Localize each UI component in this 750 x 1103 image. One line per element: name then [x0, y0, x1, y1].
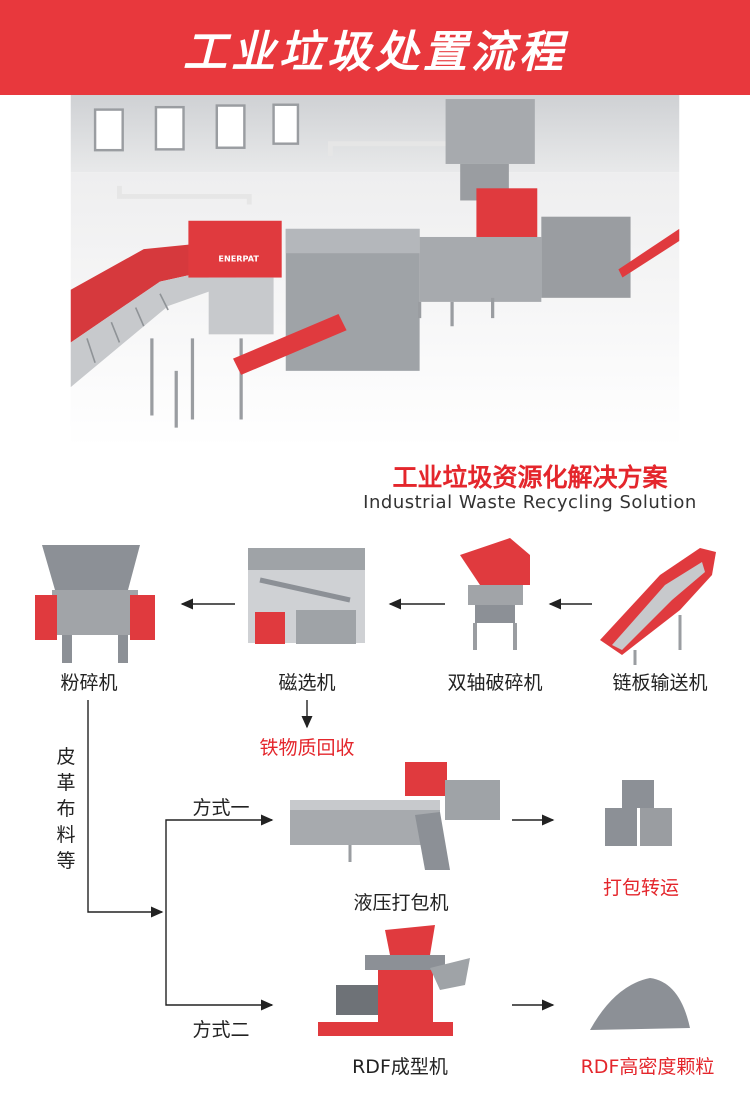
bale-cubes — [605, 780, 672, 846]
label-rdf-pellets: RDF高密度颗粒 — [580, 1056, 715, 1078]
label-iron-recovery: 铁物质回收 — [259, 737, 355, 759]
label-bale-transport: 打包转运 — [602, 877, 679, 899]
hydraulic-baler-machine — [290, 762, 500, 870]
label-chain-conveyor: 链板输送机 — [612, 672, 708, 694]
magnetic-separator-machine — [248, 548, 365, 644]
label-double-shaft-shredder: 双轴破碎机 — [447, 672, 543, 694]
hero-title: 工业垃圾资源化解决方案 — [392, 463, 668, 492]
rdf-former-machine — [318, 925, 470, 1036]
page-title: 工业垃圾处置流程 — [183, 27, 567, 78]
label-leather-fabric: 皮革布料等 — [56, 746, 76, 872]
label-mode-one: 方式一 — [192, 797, 250, 819]
label-pulverizer: 粉碎机 — [60, 672, 118, 694]
hero-subtitle: Industrial Waste Recycling Solution — [363, 492, 697, 513]
factory-windows — [93, 103, 300, 152]
label-mode-two: 方式二 — [192, 1019, 250, 1041]
header-banner — [0, 0, 750, 95]
hero-illustration: ENERPAT — [70, 95, 680, 448]
conveyor-right — [618, 228, 680, 278]
rdf-pellet-heap — [590, 978, 690, 1030]
label-magnetic-separator: 磁选机 — [278, 672, 336, 694]
baler-shredder — [476, 188, 538, 246]
label-hydraulic-baler: 液压打包机 — [353, 892, 449, 914]
double-shaft-shredder-machine — [460, 538, 530, 650]
dust-collector — [445, 99, 535, 164]
chain-conveyor-machine — [600, 548, 716, 665]
shredder-hopper — [188, 220, 282, 278]
brand-logo-text: ENERPAT — [218, 253, 259, 263]
label-rdf-former: RDF成型机 — [352, 1056, 448, 1078]
pulverizer-machine — [35, 545, 155, 663]
